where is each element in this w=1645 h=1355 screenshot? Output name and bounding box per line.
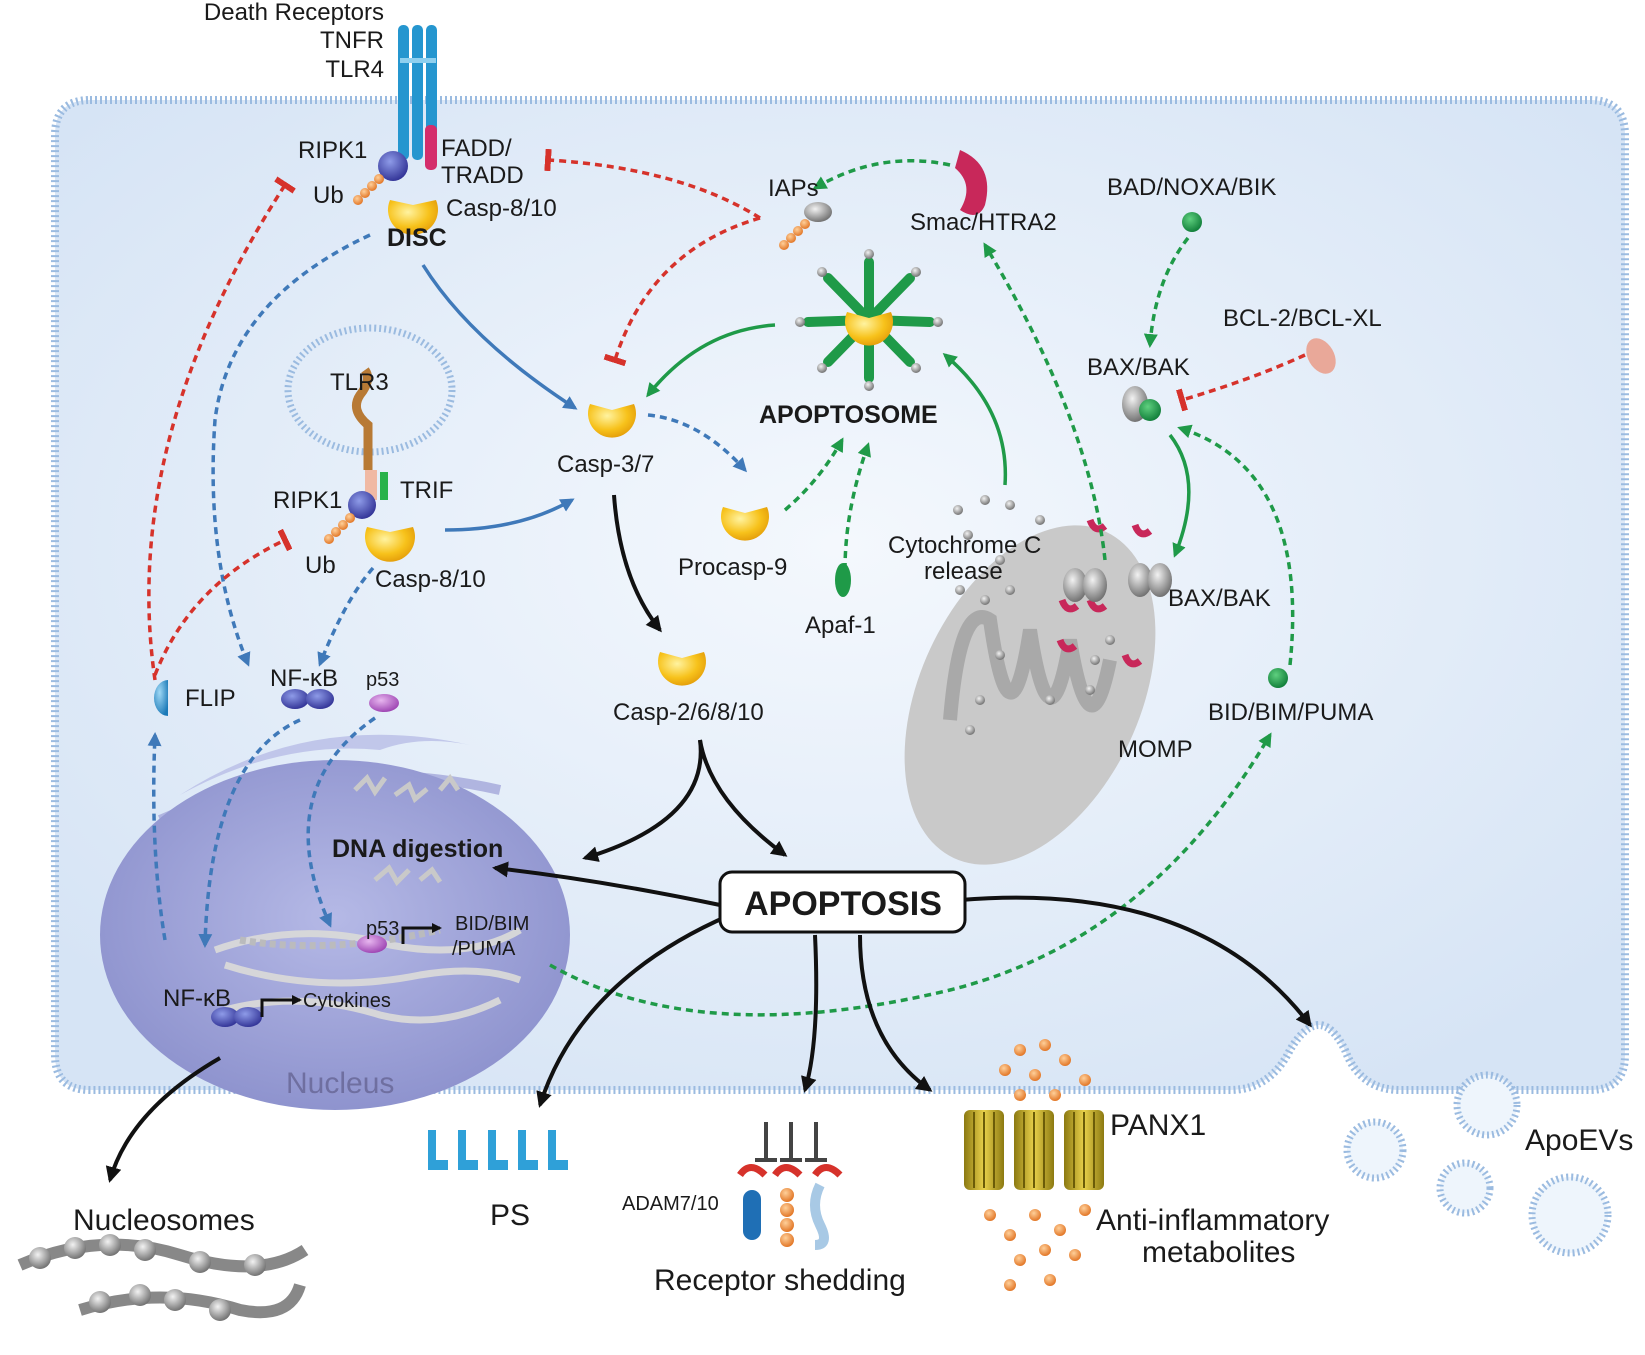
- label-tlr4: TLR4: [325, 56, 384, 83]
- death-receptor: [398, 25, 437, 170]
- tlr3-receptor: [351, 367, 373, 470]
- green-dashed-arrows: [549, 159, 1295, 1017]
- label-bid-bim-nuc: BID/BIM: [455, 913, 529, 935]
- procasp-9-shape: [721, 507, 770, 541]
- iaps-protein: [779, 202, 832, 250]
- label-cytochrome-c: Cytochrome C: [888, 532, 1041, 559]
- casp-8-10-disc: [388, 200, 438, 235]
- label-disc: DISC: [387, 224, 447, 252]
- ubiquitin-chain-top: [353, 174, 384, 205]
- label-bax-bak-mito: BAX/BAK: [1168, 585, 1271, 612]
- blue-dashed-arrows: [147, 233, 748, 948]
- label-iaps: IAPs: [768, 175, 819, 202]
- label-casp-3-7: Casp-3/7: [557, 451, 654, 478]
- label-trif: TRIF: [400, 477, 453, 504]
- p53-shape-nuc: [357, 935, 387, 953]
- cytochrome-c-dots: [953, 495, 1115, 735]
- label-p53-nuc: p53: [366, 918, 399, 940]
- label-anti-inflammatory: Anti-inflammatory: [1096, 1204, 1329, 1237]
- label-puma-nuc: /PUMA: [452, 938, 516, 960]
- label-nfkb-top: NF-κB: [270, 665, 338, 692]
- label-release: release: [924, 558, 1003, 585]
- label-ripk1-top: RIPK1: [298, 137, 367, 164]
- nucleosomes-dna: [17, 1234, 309, 1321]
- label-tlr3: TLR3: [330, 369, 389, 396]
- label-cytokines: Cytokines: [303, 990, 391, 1012]
- green-solid-arrows: [646, 323, 1191, 558]
- label-dna-digestion: DNA digestion: [332, 835, 503, 863]
- label-bax-bak-top: BAX/BAK: [1087, 354, 1190, 381]
- disc-complex: [353, 151, 438, 235]
- panx1-channels: [964, 1110, 1104, 1190]
- casp-8-10-tlr3: [365, 527, 415, 562]
- label-fadd: FADD/: [441, 135, 512, 162]
- label-bid-bim-puma: BID/BIM/PUMA: [1208, 699, 1373, 726]
- bcl2-bclxl-shape: [1306, 338, 1336, 374]
- p53-transcription-arrow: [401, 923, 442, 944]
- ubiquitin-chain-mid: [324, 513, 355, 544]
- label-apoptosome: APOPTOSOME: [759, 401, 938, 429]
- label-procasp-9: Procasp-9: [678, 554, 787, 581]
- label-apoptosis: APOPTOSIS: [744, 885, 942, 923]
- label-ps: PS: [490, 1199, 530, 1232]
- nfkb-dimer-nuc: [211, 1007, 262, 1027]
- label-panx1: PANX1: [1110, 1109, 1206, 1142]
- metabolite-dots: [984, 1039, 1091, 1291]
- nfkb-transcription-arrow: [260, 995, 302, 1017]
- label-casp-8-10-mid: Casp-8/10: [375, 566, 486, 593]
- apoptosome: [795, 249, 943, 391]
- label-bcl2-bclxl: BCL-2/BCL-XL: [1223, 305, 1382, 332]
- label-nucleosomes: Nucleosomes: [73, 1204, 255, 1237]
- blue-solid-arrows: [421, 264, 578, 532]
- label-smac-htra2: Smac/HTRA2: [910, 209, 1057, 236]
- label-tradd: TRADD: [441, 162, 524, 189]
- label-momp: MOMP: [1118, 736, 1193, 763]
- label-death-receptors: Death Receptors: [204, 0, 384, 26]
- mitochondrion: [904, 495, 1172, 865]
- label-bad-noxa-bik: BAD/NOXA/BIK: [1107, 174, 1276, 201]
- adam-protease: [743, 1190, 761, 1240]
- red-inhibition-lines: [147, 148, 1306, 681]
- receptor-shedding-icons: [737, 1122, 843, 1250]
- dna-fragments: [353, 773, 461, 887]
- label-nfkb-nuc: NF-κB: [163, 985, 231, 1012]
- label-nucleus: Nucleus: [286, 1067, 394, 1100]
- smac-htra2-shape: [955, 150, 988, 215]
- label-apaf-1: Apaf-1: [805, 612, 876, 639]
- bid-bim-puma-ball: [1268, 668, 1288, 688]
- bax-bak-pores-mito: [1063, 563, 1172, 602]
- p53-shape-top: [369, 694, 399, 712]
- label-flip: FLIP: [185, 685, 236, 712]
- label-adam: ADAM7/10: [622, 1193, 719, 1215]
- label-casp-8-10-top: Casp-8/10: [446, 195, 557, 222]
- smac-crescents: [1056, 518, 1153, 668]
- apoevs-vesicles: [1343, 1071, 1612, 1257]
- label-apoevs: ApoEVs: [1525, 1124, 1633, 1157]
- label-ripk1-mid: RIPK1: [273, 487, 342, 514]
- flip-shape: [154, 680, 168, 716]
- nfkb-dimer-top: [281, 689, 334, 709]
- black-arrows: [105, 494, 1312, 1183]
- label-metabolites: metabolites: [1142, 1236, 1295, 1269]
- casp-3-7-shape: [588, 404, 636, 438]
- label-casp-2-6-8-10: Casp-2/6/8/10: [613, 699, 764, 726]
- fadd-tradd-shape: [425, 125, 437, 170]
- apaf-1-shape: [835, 563, 851, 597]
- bax-bak-complex: [1122, 386, 1161, 422]
- label-receptor-shedding: Receptor shedding: [654, 1264, 906, 1297]
- bad-noxa-bik-ball: [1182, 212, 1202, 232]
- label-ub-mid: Ub: [305, 552, 336, 579]
- nuclear-envelope-er: [180, 734, 470, 795]
- trif-shape: [380, 472, 388, 500]
- apoptosis-box: [718, 870, 967, 934]
- tlr3-endosome: [284, 324, 456, 562]
- label-p53-top: p53: [366, 669, 399, 691]
- phosphatidylserine-ps: [428, 1130, 568, 1170]
- dna-strand: [213, 926, 522, 1024]
- label-tnfr: TNFR: [320, 27, 384, 54]
- casp-2-6-8-10-shape: [658, 652, 706, 686]
- label-ub-top: Ub: [313, 182, 344, 209]
